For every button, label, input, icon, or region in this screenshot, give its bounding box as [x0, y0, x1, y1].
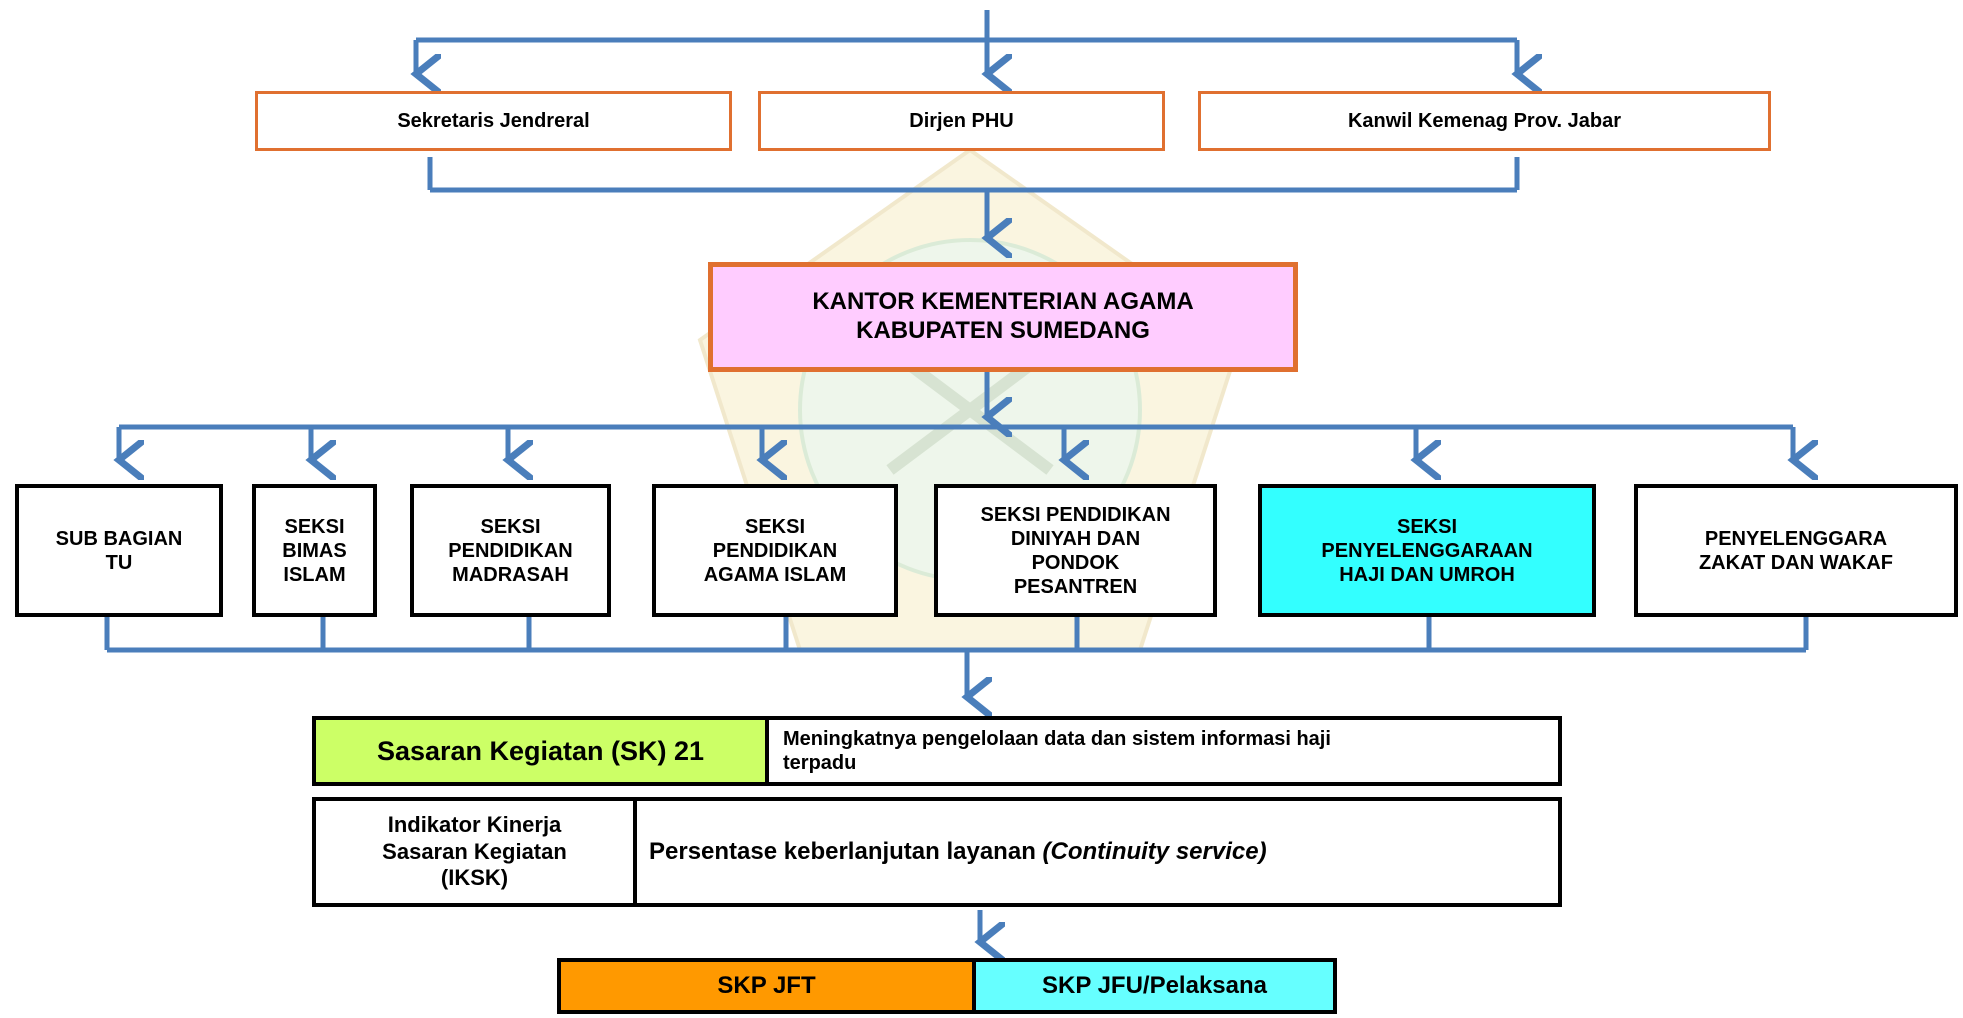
sasaran-label: Sasaran Kegiatan (SK) 21 [376, 735, 705, 766]
unit-line: ZAKAT DAN WAKAF [1698, 551, 1894, 574]
unit-line: PENYELENGGARAAN [1321, 539, 1533, 562]
kantor-line-2: KABUPATEN SUMEDANG [856, 317, 1150, 344]
unit-line: PONDOK [1031, 551, 1120, 574]
iksk-desc-box: Persentase keberlanjutan layanan (Contin… [633, 797, 1562, 907]
unit-subbag-tu: SUB BAGIAN TU [15, 484, 223, 617]
unit-line: HAJI DAN UMROH [1339, 563, 1515, 586]
unit-line: AGAMA ISLAM [703, 563, 847, 586]
skp-jfu-box: SKP JFU/Pelaksana [972, 958, 1337, 1014]
unit-pendidikan-madrasah: SEKSI PENDIDIKAN MADRASAH [410, 484, 611, 617]
sekjen-box: Sekretaris Jendreral [255, 91, 732, 151]
dirjen-box: Dirjen PHU [758, 91, 1165, 151]
sasaran-desc-line-1: Meningkatnya pengelolaan data dan sistem… [783, 728, 1331, 750]
unit-line: PENDIDIKAN [448, 539, 573, 562]
iksk-label-line: Sasaran Kegiatan [382, 838, 567, 864]
dirjen-label: Dirjen PHU [909, 110, 1014, 132]
unit-pendidikan-agama-islam: SEKSI PENDIDIKAN AGAMA ISLAM [652, 484, 898, 617]
sasaran-desc-box: Meningkatnya pengelolaan data dan sistem… [765, 716, 1562, 786]
skp-jft-label: SKP JFT [717, 971, 816, 999]
unit-line: TU [105, 551, 133, 574]
iksk-desc-italic: (Continuity service) [1042, 837, 1267, 865]
unit-line: SUB BAGIAN [55, 527, 183, 550]
iksk-desc-text: Persentase keberlanjutan layanan [649, 837, 1043, 865]
unit-line: SEKSI [744, 515, 806, 538]
unit-pendidikan-diniyah-pontren: SEKSI PENDIDIKAN DINIYAH DAN PONDOK PESA… [934, 484, 1217, 617]
unit-line: SEKSI [480, 515, 541, 538]
unit-line: PENDIDIKAN [712, 539, 838, 562]
sasaran-label-box: Sasaran Kegiatan (SK) 21 [312, 716, 769, 786]
unit-line: DINIYAH DAN [1010, 527, 1141, 550]
unit-line: PESANTREN [1013, 575, 1138, 598]
unit-line: SEKSI [1396, 515, 1458, 538]
sekjen-label: Sekretaris Jendreral [397, 110, 590, 132]
unit-zakat-wakaf: PENYELENGGARA ZAKAT DAN WAKAF [1634, 484, 1958, 617]
unit-line: MADRASAH [452, 563, 569, 586]
unit-penyelenggaraan-haji-umroh: SEKSI PENYELENGGARAAN HAJI DAN UMROH [1258, 484, 1596, 617]
iksk-label-line: (IKSK) [440, 865, 509, 891]
unit-line: SEKSI [284, 515, 345, 538]
iksk-label-box: Indikator Kinerja Sasaran Kegiatan (IKSK… [312, 797, 637, 907]
iksk-label-line: Indikator Kinerja [387, 812, 562, 838]
unit-line: BIMAS [282, 539, 347, 562]
unit-bimas-islam: SEKSI BIMAS ISLAM [252, 484, 377, 617]
sasaran-desc-line-2: terpadu [783, 752, 857, 774]
kanwil-label: Kanwil Kemenag Prov. Jabar [1347, 110, 1622, 132]
kanwil-box: Kanwil Kemenag Prov. Jabar [1198, 91, 1771, 151]
unit-line: SEKSI PENDIDIKAN [980, 503, 1171, 526]
skp-jfu-label: SKP JFU/Pelaksana [1041, 971, 1267, 999]
kantor-line-1: KANTOR KEMENTERIAN AGAMA [812, 288, 1194, 316]
unit-line: PENYELENGGARA [1704, 527, 1888, 550]
kantor-box: KANTOR KEMENTERIAN AGAMA KABUPATEN SUMED… [708, 262, 1298, 372]
skp-jft-box: SKP JFT [557, 958, 976, 1014]
unit-line: ISLAM [283, 563, 346, 586]
